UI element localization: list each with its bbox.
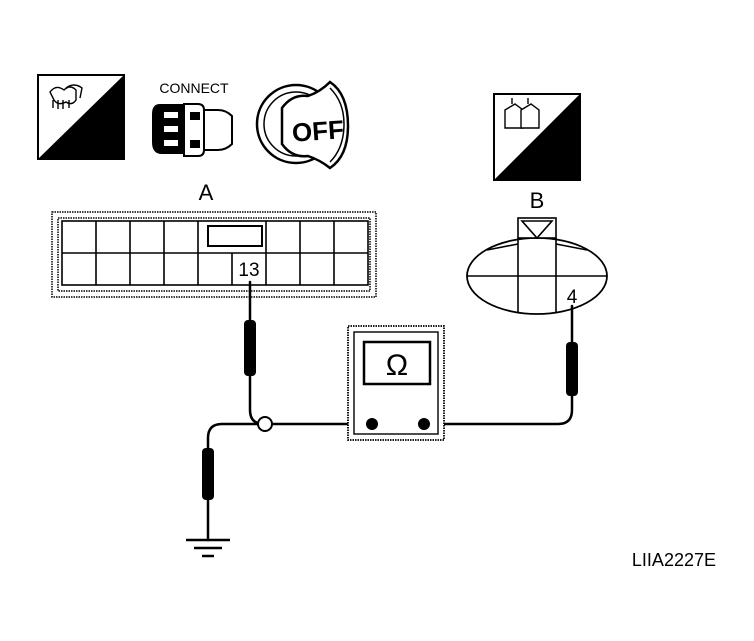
ground-symbol-icon [186,538,230,558]
connector-a-lock-tab [207,225,263,247]
lead-junction-to-ground [206,422,266,542]
probe-b [566,342,578,396]
meter-terminal-left [366,418,378,430]
ignition-badge: OFF [255,80,350,170]
hs-label: H.S. [75,135,114,157]
connector-b-terminal-label: 4 [567,287,578,308]
test-leads [202,280,578,542]
connector-a-terminal-label: 13 [238,260,259,281]
probe-a [244,320,256,376]
ohmmeter: Ω [347,325,445,441]
ts-badge: T.S. [493,93,581,181]
probe-ground [202,448,214,500]
ohmmeter-icon: Ω [386,349,408,382]
hs-badge: H.S. [37,74,125,160]
lead-b-to-meter [426,304,574,426]
connector-a: A 13 [51,180,377,298]
connector-b-cells [467,238,607,312]
connect-label: CONNECT [159,80,229,96]
ignition-key-icon [255,80,350,170]
ohmmeter-display [362,340,432,386]
hand-holding-harness-icon [49,84,83,109]
wire-junction [257,416,273,432]
meter-terminal-right [418,418,430,430]
terminal-pins-icon [504,98,540,129]
connector-icon [152,103,233,157]
ts-label: T.S. [535,155,569,177]
connector-a-label: A [199,180,214,205]
figure-code: LIIA2227E [632,550,716,570]
connector-a-grid [61,220,369,286]
ignition-off-label: OFF [291,114,345,148]
connect-badge: CONNECT [152,80,233,157]
connector-b: B 4 [466,188,608,315]
connector-b-label: B [530,188,545,213]
